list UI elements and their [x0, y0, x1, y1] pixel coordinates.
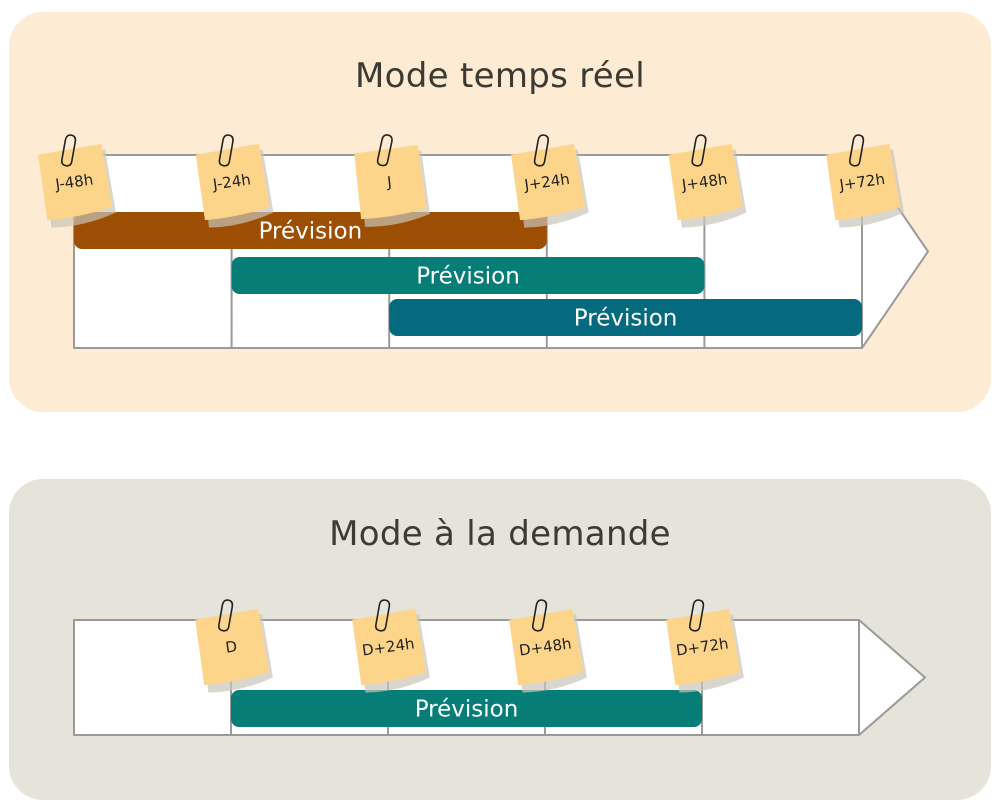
- sticky-note-paper: [510, 143, 585, 221]
- forecast-bar-label: Prévision: [259, 219, 363, 245]
- sticky-note: J: [354, 134, 430, 227]
- sticky-note: D+72h: [666, 599, 744, 693]
- forecast-bar-rect: [389, 299, 862, 336]
- paperclip-icon: [376, 134, 393, 167]
- forecast-bar-rect: [231, 257, 705, 294]
- forecast-bar: Prévision: [389, 299, 862, 336]
- forecast-bar-label: Prévision: [416, 264, 520, 290]
- sticky-note: D: [195, 599, 273, 693]
- forecast-bar: Prévision: [231, 690, 702, 727]
- forecast-bar: Prévision: [74, 212, 547, 249]
- sticky-note-label: J-48h: [53, 170, 94, 193]
- sticky-note-paper: [195, 143, 270, 221]
- forecast-bar-label: Prévision: [415, 697, 519, 723]
- sticky-note-paper: [354, 144, 427, 220]
- paperclip-icon: [691, 134, 707, 167]
- sticky-note: J-48h: [38, 134, 116, 228]
- sticky-note-paper: [38, 143, 113, 221]
- sticky-note-paper: [352, 608, 427, 686]
- paperclip-icon: [533, 134, 549, 167]
- sticky-note-paper: [826, 143, 901, 221]
- sticky-note: D+48h: [509, 599, 587, 693]
- sticky-note-paper: [666, 608, 741, 686]
- paperclip-icon: [60, 134, 77, 167]
- paperclip-icon: [848, 134, 865, 167]
- sticky-note-paper: [509, 608, 584, 686]
- paperclip-icon: [531, 599, 548, 632]
- paperclip-icon: [688, 599, 705, 632]
- forecast-bar-rect: [231, 690, 702, 727]
- sticky-note: J+72h: [826, 134, 904, 228]
- ondemand-title: Mode à la demande: [329, 514, 671, 554]
- sticky-note: J+48h: [668, 134, 747, 228]
- realtime-title: Mode temps réel: [355, 56, 645, 96]
- paperclip-icon: [374, 599, 391, 632]
- paperclip-icon: [217, 599, 234, 632]
- sticky-note: D+24h: [352, 599, 430, 693]
- sticky-note-paper: [195, 608, 270, 686]
- sticky-note-label: J: [385, 173, 392, 191]
- sticky-note-paper: [668, 143, 743, 221]
- paperclip-icon: [218, 134, 234, 167]
- sticky-note-label: D: [224, 637, 238, 656]
- sticky-note-label: J-24h: [211, 170, 252, 193]
- sticky-note: J+24h: [510, 134, 589, 228]
- forecast-bar-label: Prévision: [574, 306, 678, 332]
- forecast-bar-rect: [74, 212, 547, 249]
- sticky-note: J-24h: [195, 134, 274, 228]
- forecast-bar: Prévision: [231, 257, 705, 294]
